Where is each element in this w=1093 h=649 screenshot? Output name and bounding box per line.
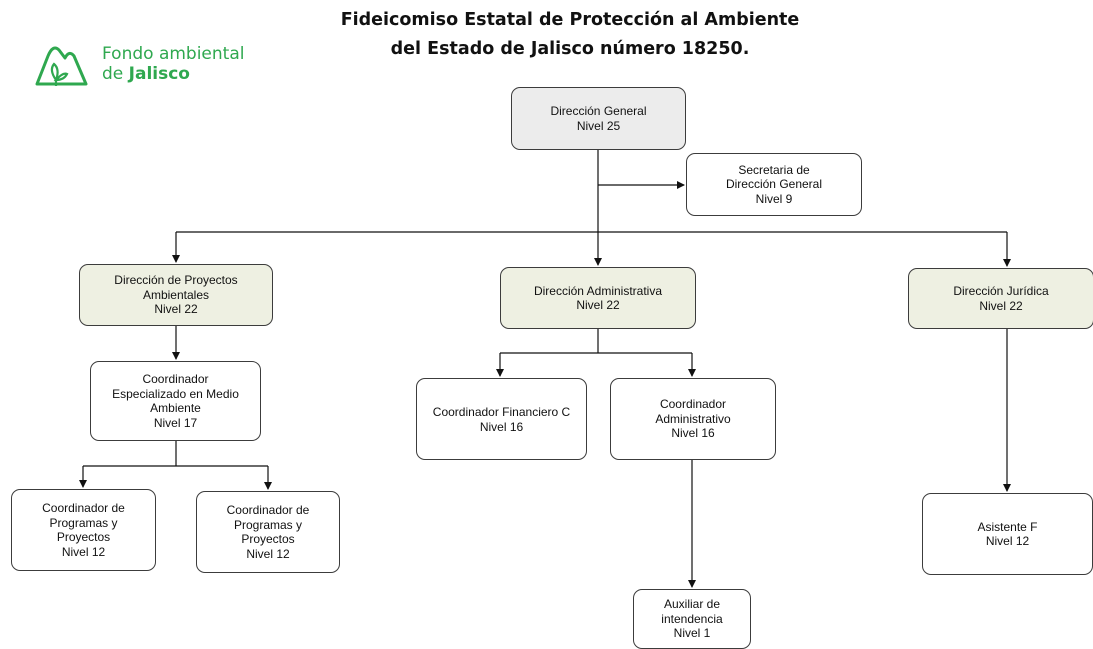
mountain-leaf-icon (35, 46, 88, 86)
node-auxiliar-intendencia: Auxiliar de intendencia Nivel 1 (633, 589, 751, 649)
node-name-line1: Coordinador (659, 397, 727, 412)
node-coordinador-administrativo: Coordinador Administrativo Nivel 16 (610, 378, 776, 460)
node-name-line1: Auxiliar de (663, 597, 721, 612)
node-name-line1: Secretaria de (738, 162, 810, 177)
node-direccion-administrativa: Dirección Administrativa Nivel 22 (500, 267, 696, 329)
node-name-line2: intendencia (661, 611, 723, 626)
node-level: Nivel 12 (246, 546, 290, 561)
node-name-line1: Coordinador (142, 372, 209, 386)
logo-line-1: Fondo ambiental (102, 44, 245, 64)
node-name-line3: Ambiente (150, 401, 201, 415)
node-level: Nivel 22 (576, 298, 620, 312)
node-level: Nivel 22 (979, 298, 1023, 313)
title-line-1: Fideicomiso Estatal de Protección al Amb… (340, 10, 800, 30)
node-coordinador-programas-1: Coordinador de Programas y Proyectos Niv… (11, 489, 156, 571)
node-level: Nivel 16 (671, 426, 715, 441)
node-level: Nivel 12 (61, 544, 106, 559)
node-name: Dirección Jurídica (953, 284, 1049, 298)
page-title: Fideicomiso Estatal de Protección al Amb… (300, 6, 840, 64)
node-level: Nivel 22 (154, 302, 198, 317)
node-coordinador-programas-2: Coordinador de Programas y Proyectos Niv… (196, 491, 340, 573)
logo-line-2-bold: Jalisco (128, 64, 190, 84)
fondo-ambiental-logo: Fondo ambiental de Jalisco (34, 40, 274, 90)
node-secretaria: Secretaria de Dirección General Nivel 9 (686, 153, 862, 216)
logo-text: Fondo ambiental de Jalisco (102, 44, 244, 84)
node-level: Nivel 9 (755, 191, 793, 206)
logo-line-2-prefix: de (102, 64, 129, 84)
node-name-line3: Proyectos (241, 532, 295, 546)
node-asistente: Asistente F Nivel 12 (922, 493, 1093, 575)
node-name-line3: Proyectos (56, 530, 111, 544)
node-name: Dirección Administrativa (533, 283, 663, 298)
node-level: Nivel 17 (153, 415, 198, 430)
node-level: Nivel 1 (673, 626, 711, 641)
node-direccion-juridica: Dirección Jurídica Nivel 22 (908, 268, 1093, 329)
node-level: Nivel 12 (985, 534, 1030, 548)
logo-line-2: de Jalisco (102, 64, 244, 84)
node-level: Nivel 16 (479, 419, 524, 434)
node-coordinador-financiero: Coordinador Financiero C Nivel 16 (416, 378, 587, 460)
node-name-line2: Especializado en Medio (112, 386, 239, 401)
node-level: Nivel 25 (576, 118, 621, 133)
node-name-line2: Ambientales (142, 287, 210, 302)
node-name-line2: Programas y (233, 517, 303, 532)
node-direccion-general: Dirección General Nivel 25 (511, 87, 686, 150)
node-coordinador-medio-ambiente: Coordinador Especializado en Medio Ambie… (90, 361, 261, 441)
node-name-line2: Dirección General (725, 177, 823, 192)
node-name: Asistente F (977, 519, 1038, 534)
node-name: Dirección General (550, 104, 647, 118)
node-name-line1: Coordinador de (226, 503, 310, 517)
node-direccion-proyectos: Dirección de Proyectos Ambientales Nivel… (79, 264, 273, 326)
title-line-2: del Estado de Jalisco número 18250. (390, 39, 750, 59)
node-name: Coordinador Financiero C (432, 405, 571, 419)
node-name-line2: Administrativo (655, 411, 731, 426)
node-name-line2: Programas y (49, 515, 118, 530)
node-name-line1: Coordinador de (42, 501, 125, 515)
node-name-line1: Dirección de Proyectos (114, 273, 238, 288)
